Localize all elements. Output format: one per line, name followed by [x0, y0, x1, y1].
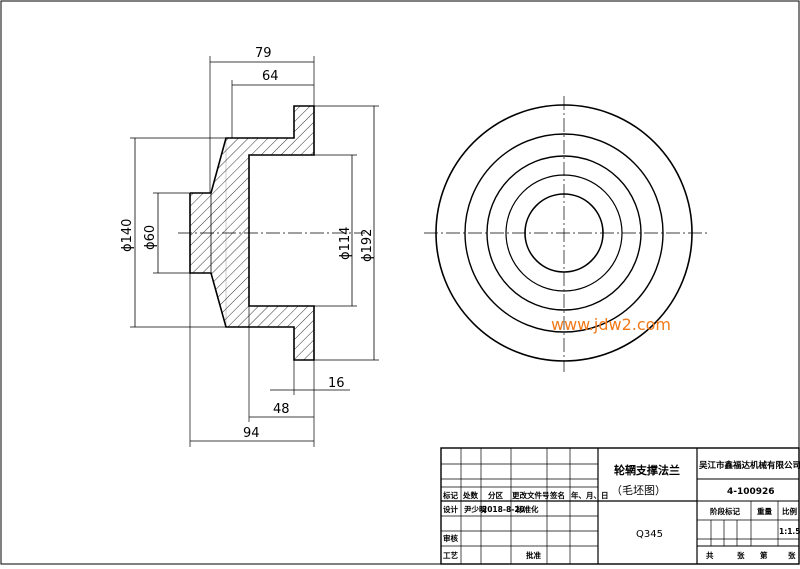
- tb-approve-label: 批准: [526, 550, 541, 560]
- tb-scale-value: 1:1.5: [779, 527, 800, 536]
- tb-designer: 尹少明: [464, 504, 487, 514]
- tb-company: 吴江市鑫福达机械有限公司: [699, 460, 800, 471]
- tb-weight-label: 重量: [757, 506, 772, 516]
- section-view: 79 64 ϕ140 ϕ60 ϕ114 ϕ192 16 48 94: [120, 46, 379, 447]
- tb-sheets-total: 共: [706, 550, 714, 560]
- chamfer-circle: [505, 174, 623, 292]
- title-block: [440, 447, 800, 565]
- tb-sheet-no: 第: [760, 550, 768, 560]
- tb-header-signature: 签名: [549, 490, 565, 500]
- tb-header-date: 年、月、日: [571, 490, 609, 500]
- end-view: [424, 96, 708, 372]
- bore-step-circle: [486, 155, 642, 311]
- hub-circle: [464, 133, 664, 333]
- dim-16-text: 16: [328, 376, 345, 391]
- dim-114-text: ϕ114: [338, 227, 353, 260]
- tb-design-label: 设计: [443, 504, 458, 514]
- tb-design-date: 2018-8-20: [482, 505, 525, 514]
- tb-header-count: 处数: [462, 490, 478, 500]
- dim-48-text: 48: [273, 402, 290, 417]
- watermark: www.jdw2.com: [551, 315, 671, 334]
- tb-header-mark: 标记: [442, 490, 458, 500]
- tb-part-name: 轮辋支撑法兰: [614, 463, 680, 477]
- dim-94-text: 94: [243, 426, 260, 441]
- tb-header-zone: 分区: [488, 490, 503, 500]
- tb-standardize: 标准化: [515, 504, 539, 514]
- tb-sheets-unit: 张: [737, 551, 745, 560]
- tb-stage-mark: 阶段标记: [710, 506, 740, 516]
- inner-bore-circle: [524, 193, 604, 273]
- tb-process-label: 工艺: [443, 550, 458, 560]
- tb-header-change-doc: 更改文件号: [512, 490, 550, 500]
- dim-79-text: 79: [255, 46, 272, 61]
- dim-64-text: 64: [262, 69, 279, 84]
- dim-140-text: ϕ140: [120, 219, 135, 252]
- outer-flange-circle: [435, 104, 693, 362]
- dim-60-text: ϕ60: [143, 225, 158, 250]
- title-block-text: 标记 处数 分区 更改文件号 签名 年、月、日 设计 尹少明 2018-8-20…: [442, 460, 800, 560]
- tb-sheet-unit2: 张: [788, 551, 796, 560]
- tb-material: Q345: [636, 529, 663, 540]
- tb-review-label: 审核: [443, 533, 458, 543]
- tb-scale-label: 比例: [782, 506, 797, 516]
- tb-part-subtitle: （毛坯图）: [611, 484, 666, 497]
- tb-drawing-no: 4-100926: [727, 487, 775, 497]
- dim-192-text: ϕ192: [360, 229, 375, 262]
- section-hatch-top: [190, 106, 314, 360]
